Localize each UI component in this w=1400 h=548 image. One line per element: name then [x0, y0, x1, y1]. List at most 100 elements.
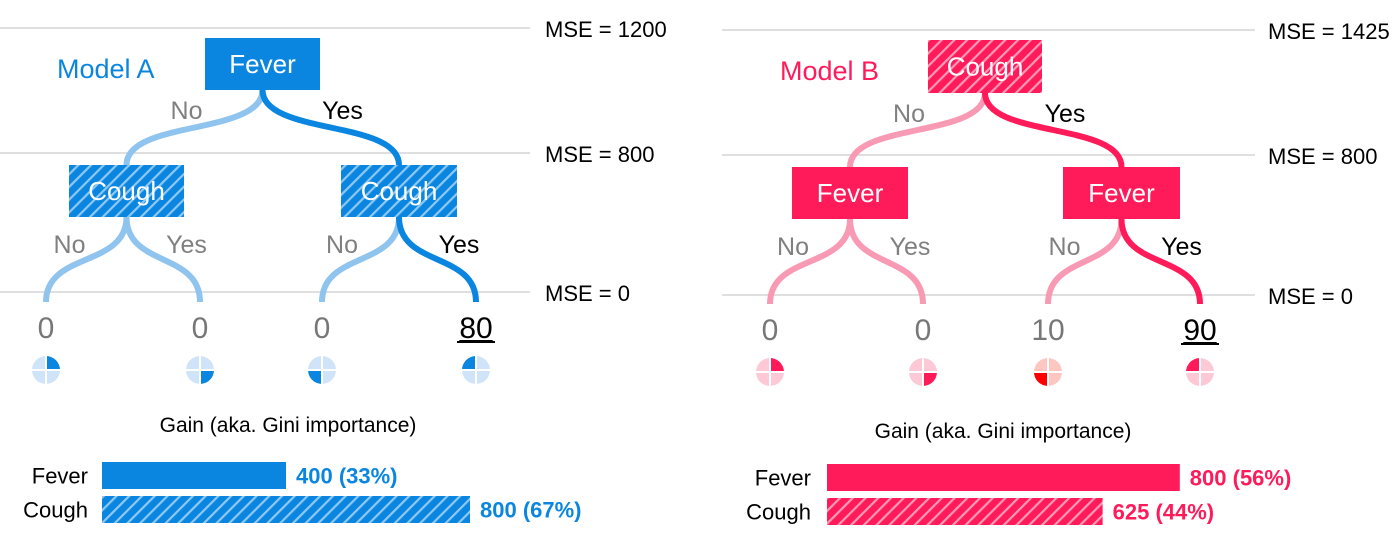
child-node-box — [792, 167, 908, 219]
leaf-value: 0 — [38, 312, 55, 345]
quadrant-top-left — [1034, 358, 1048, 372]
branch-no — [123, 89, 266, 166]
quadrant-icon — [308, 356, 336, 384]
branch-label-no: No — [893, 100, 925, 128]
quadrant-top-left — [909, 358, 923, 372]
gain-bar-fever — [102, 462, 286, 489]
branch-label-yes: Yes — [439, 231, 480, 259]
child-node-label: Cough — [361, 176, 438, 206]
gain-feature-label: Cough — [23, 498, 88, 523]
root-node-box — [205, 38, 320, 90]
branch-label-yes: Yes — [890, 233, 931, 261]
quadrant-bottom-right — [1048, 372, 1062, 386]
gain-bar-fever — [827, 464, 1180, 491]
child-node-label: Fever — [817, 178, 884, 208]
gain-value-label: 800 (67%) — [480, 498, 582, 523]
gain-chart-title: Gain (aka. Gini importance) — [875, 420, 1132, 443]
branch-label-no: No — [1049, 233, 1081, 261]
quadrant-bottom-right — [322, 370, 336, 384]
quadrant-icon — [186, 356, 214, 384]
quadrant-top-right — [200, 356, 214, 370]
branch-no — [1045, 218, 1125, 305]
leaf-value: 0 — [192, 312, 209, 345]
branch-no — [319, 216, 402, 303]
branch-label-yes: Yes — [1045, 100, 1086, 128]
root-node-label: Cough — [947, 52, 1024, 82]
child-node-label: Cough — [88, 176, 165, 206]
mse-level-label: MSE = 1425 — [1268, 19, 1390, 44]
branch-label-no: No — [171, 97, 203, 125]
branch-yes — [1118, 218, 1203, 305]
child-node-box — [1063, 167, 1180, 219]
leaf-value: 0 — [915, 314, 932, 347]
gain-feature-label: Fever — [32, 464, 88, 489]
quadrant-bottom-right — [770, 372, 784, 386]
quadrant-top-left — [756, 358, 770, 372]
child-node-box — [69, 165, 184, 217]
branch-label-no: No — [326, 231, 358, 259]
leaf-value: 0 — [762, 314, 779, 347]
quadrant-top-left — [1186, 358, 1200, 372]
quadrant-bottom-right — [46, 370, 60, 384]
quadrant-top-left — [462, 356, 476, 370]
leaf-value: 90 — [1183, 314, 1216, 347]
root-node-label: Fever — [229, 49, 296, 79]
mse-level-label: MSE = 0 — [1268, 284, 1353, 309]
gain-chart-title: Gain (aka. Gini importance) — [160, 414, 417, 437]
mse-level-label: MSE = 800 — [545, 142, 654, 167]
quadrant-bottom-right — [476, 370, 490, 384]
quadrant-top-right — [1200, 358, 1214, 372]
branch-yes — [982, 92, 1125, 168]
gain-bar-cough — [102, 496, 470, 523]
quadrant-bottom-left — [1034, 372, 1048, 386]
quadrant-icon — [462, 356, 490, 384]
leaf-value: 80 — [459, 312, 492, 345]
model-title: Model A — [57, 54, 155, 84]
gain-value-label: 400 (33%) — [296, 464, 398, 489]
quadrant-icon — [1034, 358, 1062, 386]
gain-bar-cough — [827, 498, 1103, 525]
branch-yes — [847, 218, 926, 305]
quadrant-top-right — [46, 356, 60, 370]
quadrant-bottom-left — [186, 370, 200, 384]
quadrant-bottom-right — [1200, 372, 1214, 386]
branch-label-yes: Yes — [166, 231, 207, 259]
quadrant-bottom-left — [756, 372, 770, 386]
branch-label-no: No — [777, 233, 809, 261]
child-node-label: Fever — [1088, 178, 1155, 208]
branch-no — [767, 218, 853, 305]
quadrant-top-right — [770, 358, 784, 372]
quadrant-top-right — [923, 358, 937, 372]
leaf-value: 10 — [1031, 314, 1064, 347]
quadrant-top-left — [32, 356, 46, 370]
model-title: Model B — [780, 56, 879, 86]
branch-yes — [123, 216, 203, 303]
branch-label-yes: Yes — [1161, 233, 1202, 261]
mse-level-label: MSE = 1200 — [545, 17, 667, 42]
branch-label-no: No — [54, 231, 86, 259]
leaf-value: 0 — [314, 312, 331, 345]
branch-yes — [396, 216, 479, 303]
quadrant-bottom-left — [462, 370, 476, 384]
quadrant-bottom-right — [200, 370, 214, 384]
quadrant-icon — [909, 358, 937, 386]
gain-feature-label: Fever — [755, 466, 811, 491]
quadrant-icon — [1186, 358, 1214, 386]
mse-level-label: MSE = 0 — [545, 281, 630, 306]
gain-value-label: 625 (44%) — [1113, 500, 1215, 525]
branch-no — [43, 216, 130, 303]
quadrant-top-left — [186, 356, 200, 370]
child-node-box — [341, 165, 457, 217]
quadrant-icon — [756, 358, 784, 386]
quadrant-top-right — [476, 356, 490, 370]
root-node-box — [928, 40, 1042, 93]
gain-value-label: 800 (56%) — [1190, 466, 1292, 491]
quadrant-icon — [32, 356, 60, 384]
quadrant-top-left — [308, 356, 322, 370]
branch-label-yes: Yes — [322, 97, 363, 125]
quadrant-bottom-left — [1186, 372, 1200, 386]
quadrant-bottom-left — [308, 370, 322, 384]
